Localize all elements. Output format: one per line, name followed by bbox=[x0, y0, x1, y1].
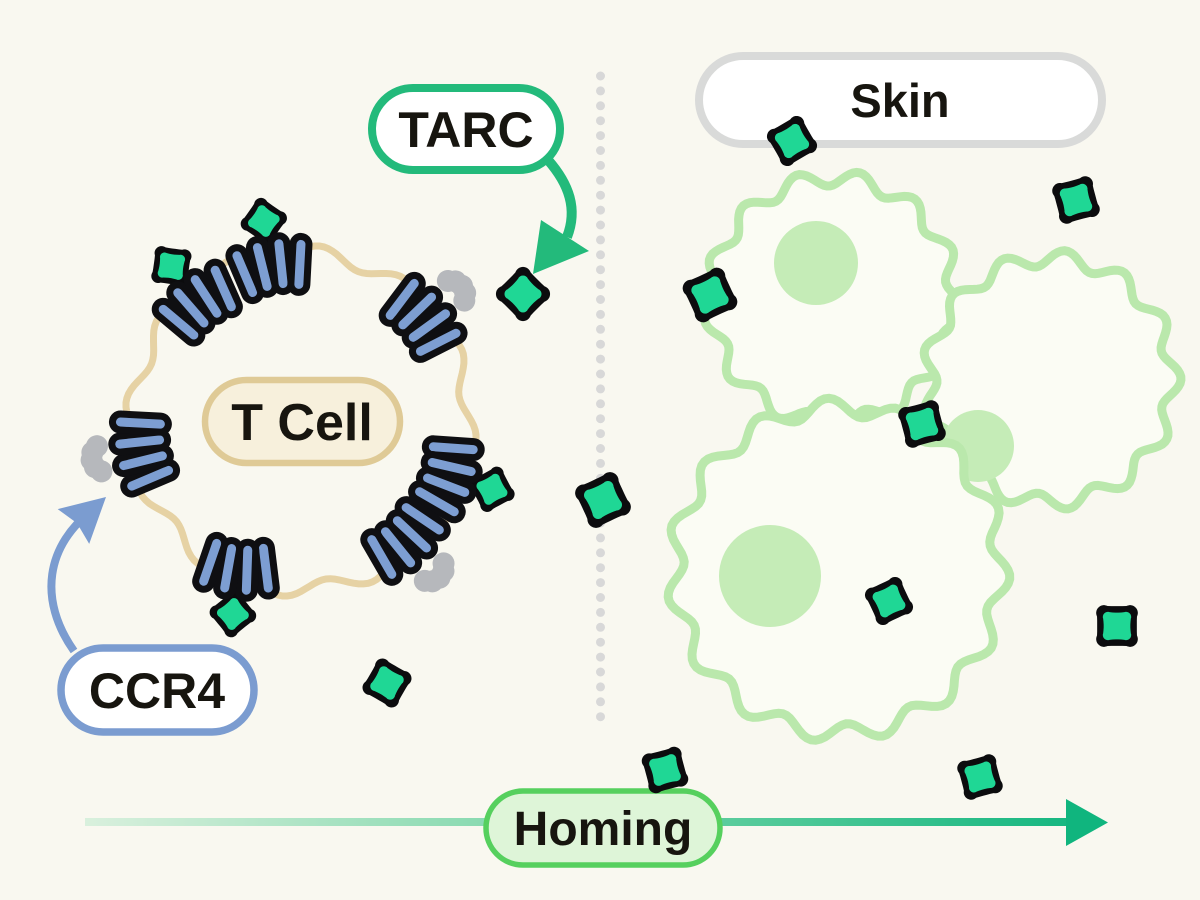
svg-text:Skin: Skin bbox=[850, 74, 949, 127]
svg-text:CCR4: CCR4 bbox=[89, 663, 225, 719]
svg-text:TARC: TARC bbox=[398, 102, 533, 158]
svg-text:Homing: Homing bbox=[514, 803, 693, 856]
svg-text:T Cell: T Cell bbox=[231, 394, 373, 452]
